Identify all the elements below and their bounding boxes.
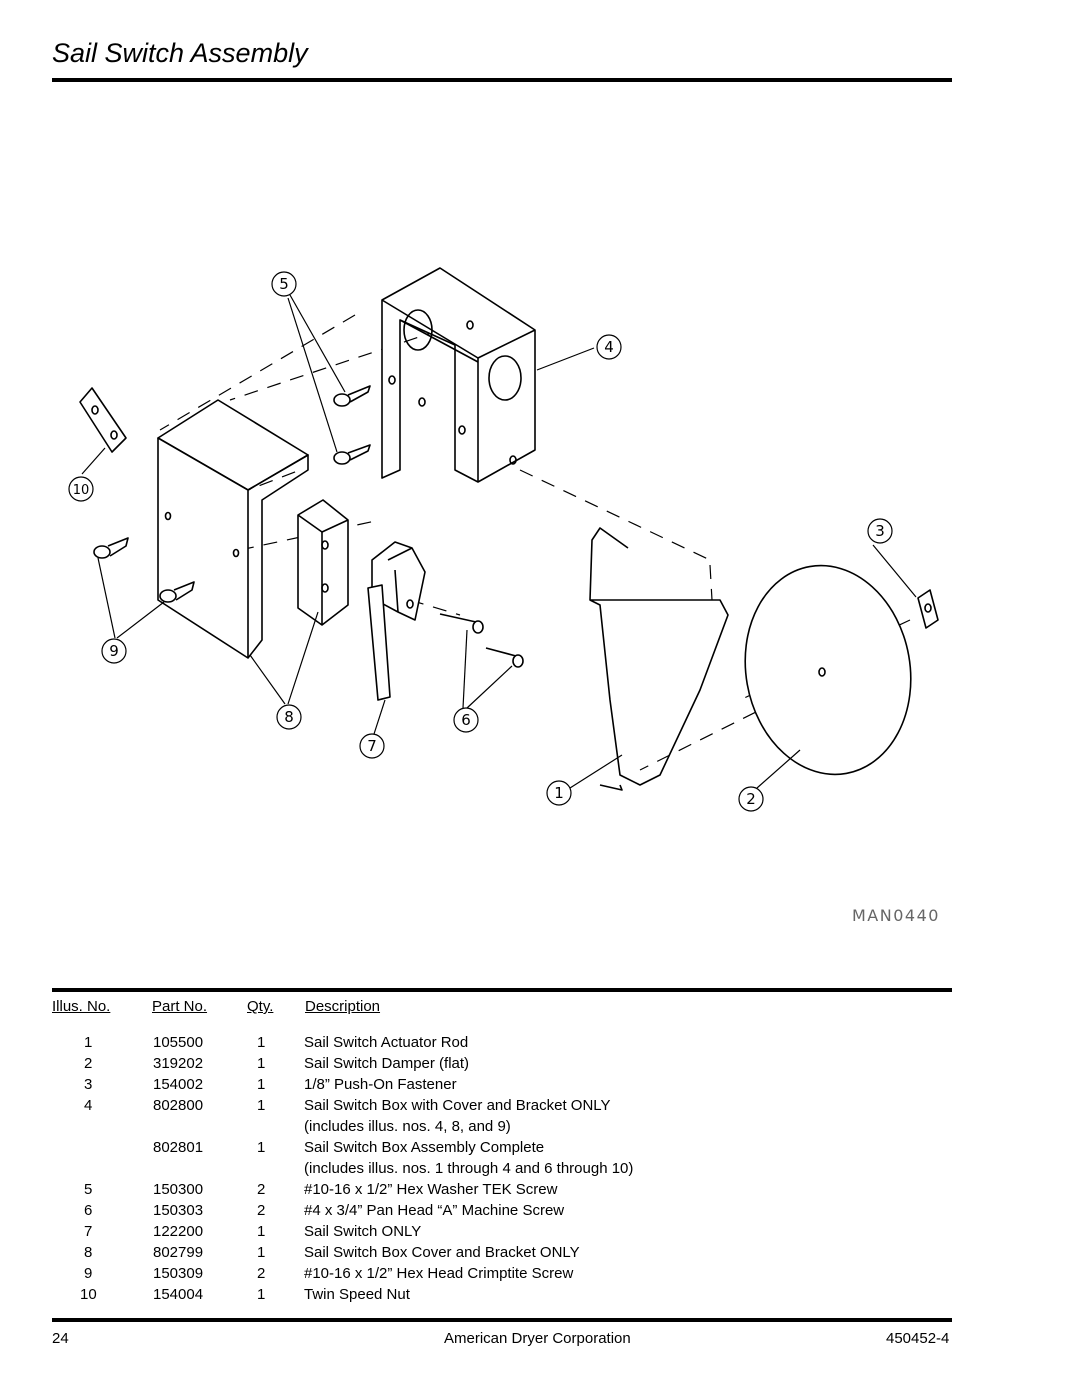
table-row: 5 150300 2 #10-16 x 1/2” Hex Washer TEK … [0, 1181, 1080, 1202]
qty: 1 [257, 1055, 266, 1072]
page-title: Sail Switch Assembly [52, 38, 308, 68]
description: Sail Switch Damper (flat) [304, 1055, 470, 1072]
description: Sail Switch Box with Cover and Bracket O… [304, 1097, 611, 1114]
callout-6: 6 [461, 711, 471, 729]
description: #10-16 x 1/2” Hex Washer TEK Screw [304, 1181, 558, 1198]
illus-no: 3 [84, 1076, 93, 1093]
description: (includes illus. nos. 1 through 4 and 6 … [304, 1160, 634, 1177]
callout-2: 2 [746, 790, 756, 808]
description: 1/8” Push-On Fastener [304, 1076, 457, 1093]
description: Twin Speed Nut [304, 1286, 410, 1303]
push-on-fastener [917, 589, 939, 629]
qty: 1 [257, 1034, 266, 1051]
table-row: 10 154004 1 Twin Speed Nut [0, 1286, 1080, 1307]
callout-1: 1 [554, 784, 564, 802]
description: #10-16 x 1/2” Hex Head Crimptite Screw [304, 1265, 574, 1282]
document-number: 450452-4 [886, 1330, 950, 1347]
qty: 1 [257, 1076, 266, 1093]
exploded-parts-drawing: 5 4 3 10 9 8 6 7 1 2 MAN0440 [68, 267, 940, 925]
part-no: 150300 [153, 1181, 204, 1198]
part-no: 150303 [153, 1202, 204, 1219]
illus-no: 8 [84, 1244, 93, 1261]
damper-disk [744, 564, 912, 776]
illus-no: 7 [84, 1223, 93, 1240]
part-no: 122200 [153, 1223, 204, 1240]
table-row: 1 105500 1 Sail Switch Actuator Rod [0, 1034, 1080, 1055]
switch-box-cover [157, 399, 309, 659]
footer-rule [52, 1318, 952, 1322]
description: Sail Switch Actuator Rod [304, 1034, 469, 1051]
table-row: 2 319202 1 Sail Switch Damper (flat) [0, 1055, 1080, 1076]
twin-speed-nut [79, 387, 127, 453]
title-rule [52, 78, 952, 82]
illus-no: 6 [84, 1202, 93, 1219]
page-number: 24 [52, 1330, 69, 1347]
table-row: 9 150309 2 #10-16 x 1/2” Hex Head Crimpt… [0, 1265, 1080, 1286]
callout-10: 10 [73, 483, 90, 498]
company-name: American Dryer Corporation [444, 1330, 631, 1347]
part-no: 802801 [153, 1139, 204, 1156]
column-header-illus: Illus. No. [52, 998, 111, 1015]
illus-no: 5 [84, 1181, 93, 1198]
qty: 2 [257, 1202, 266, 1219]
table-row: 3 154002 1 1/8” Push-On Fastener [0, 1076, 1080, 1097]
qty: 2 [257, 1181, 266, 1198]
part-no: 154002 [153, 1076, 204, 1093]
description: #4 x 3/4” Pan Head “A” Machine Screw [304, 1202, 565, 1219]
tek-screws [333, 385, 371, 465]
column-header-description: Description [305, 998, 381, 1015]
crimptite-screws [93, 537, 195, 603]
illus-no: 2 [84, 1055, 93, 1072]
qty: 1 [257, 1286, 266, 1303]
qty: 1 [257, 1097, 266, 1114]
qty: 1 [257, 1223, 266, 1240]
table-row: 4 802800 1 Sail Switch Box with Cover an… [0, 1097, 1080, 1118]
machine-screws [439, 613, 524, 668]
actuator-rod [589, 527, 729, 791]
figure-code: MAN0440 [852, 906, 940, 925]
qty: 1 [257, 1244, 266, 1261]
callout-4: 4 [604, 338, 614, 356]
callout-7: 7 [367, 737, 377, 755]
part-no: 802799 [153, 1244, 204, 1261]
table-rule [52, 988, 952, 992]
qty: 2 [257, 1265, 266, 1282]
table-row: 6 150303 2 #4 x 3/4” Pan Head “A” Machin… [0, 1202, 1080, 1223]
description: (includes illus. nos. 4, 8, and 9) [304, 1118, 511, 1135]
part-no: 802800 [153, 1097, 204, 1114]
sail-switch [367, 541, 426, 701]
callout-5: 5 [279, 275, 289, 293]
callout-8: 8 [284, 708, 294, 726]
illus-no: 9 [84, 1265, 93, 1282]
callout-9: 9 [109, 642, 119, 660]
illus-no: 10 [80, 1286, 97, 1303]
part-no: 319202 [153, 1055, 204, 1072]
part-no: 154004 [153, 1286, 204, 1303]
table-row: (includes illus. nos. 4, 8, and 9) [0, 1118, 1080, 1139]
qty: 1 [257, 1139, 266, 1156]
table-row: 802801 1 Sail Switch Box Assembly Comple… [0, 1139, 1080, 1160]
switch-box-bracket [381, 267, 536, 483]
description: Sail Switch ONLY [304, 1223, 422, 1240]
table-row: (includes illus. nos. 1 through 4 and 6 … [0, 1160, 1080, 1181]
table-row: 7 122200 1 Sail Switch ONLY [0, 1223, 1080, 1244]
illus-no: 4 [84, 1097, 93, 1114]
part-no: 150309 [153, 1265, 204, 1282]
column-header-qty: Qty. [247, 998, 274, 1015]
description: Sail Switch Box Assembly Complete [304, 1139, 545, 1156]
illus-no: 1 [84, 1034, 93, 1051]
description: Sail Switch Box Cover and Bracket ONLY [304, 1244, 580, 1261]
part-no: 105500 [153, 1034, 204, 1051]
table-row: 8 802799 1 Sail Switch Box Cover and Bra… [0, 1244, 1080, 1265]
callout-3: 3 [875, 522, 885, 540]
column-header-part: Part No. [152, 998, 208, 1015]
cover-bracket-plate [297, 499, 349, 626]
